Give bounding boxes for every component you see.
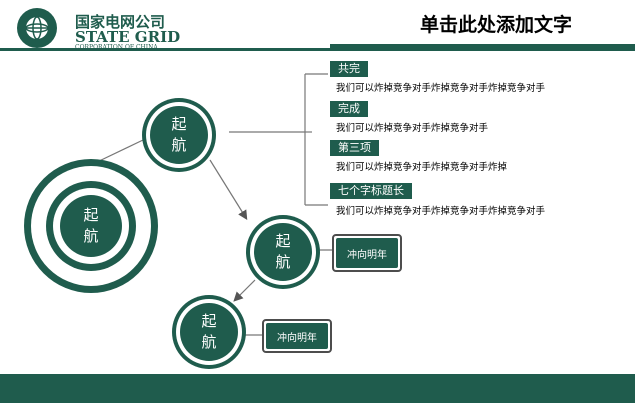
big-circle-core[interactable]: 起 航	[60, 195, 122, 257]
slide-title[interactable]: 单击此处添加文字	[420, 14, 573, 36]
state-grid-logo-icon	[17, 8, 57, 48]
item-3-tag[interactable]: 第三项	[330, 140, 379, 156]
item-2-tag[interactable]: 完成	[330, 101, 368, 117]
header-divider	[0, 48, 635, 51]
bottom-circle-char-2: 航	[201, 333, 217, 351]
footer-bar	[0, 374, 635, 403]
top-circle-core[interactable]: 起 航	[150, 106, 208, 164]
logo-subtitle: CORPORATION OF CHINA	[75, 44, 158, 51]
bottom-box-label: 冲向明年	[266, 323, 328, 349]
bottom-circle-char-1: 起	[201, 312, 217, 330]
item-1-desc: 我们可以炸掉竞争对手炸掉竞争对手炸掉竞争对手	[336, 83, 546, 94]
bottom-box[interactable]: 冲向明年	[262, 319, 332, 353]
header-divider-thick	[330, 44, 635, 51]
item-3-desc: 我们可以炸掉竞争对手炸掉竞争对手炸掉	[336, 162, 508, 173]
mid-box-label: 冲向明年	[336, 238, 398, 268]
big-circle-char-2: 航	[83, 227, 99, 245]
logo-english-name: STATE GRID	[75, 28, 181, 46]
bottom-circle-core[interactable]: 起 航	[180, 303, 238, 361]
top-circle-char-1: 起	[171, 115, 187, 133]
logo-chinese-name: 国家电网公司	[75, 13, 166, 31]
big-circle-char-1: 起	[83, 206, 99, 224]
item-4-desc: 我们可以炸掉竞争对手炸掉竞争对手炸掉竞争对手	[336, 206, 546, 217]
item-1-tag[interactable]: 共完	[330, 61, 368, 77]
mid-circle-core[interactable]: 起 航	[254, 223, 312, 281]
mid-box[interactable]: 冲向明年	[332, 234, 402, 272]
item-2-desc: 我们可以炸掉竞争对手炸掉竞争对手	[336, 123, 489, 134]
top-circle-char-2: 航	[171, 136, 187, 154]
mid-circle-char-2: 航	[275, 253, 291, 271]
mid-circle-char-1: 起	[275, 232, 291, 250]
item-4-tag[interactable]: 七个字标题长	[330, 183, 412, 199]
